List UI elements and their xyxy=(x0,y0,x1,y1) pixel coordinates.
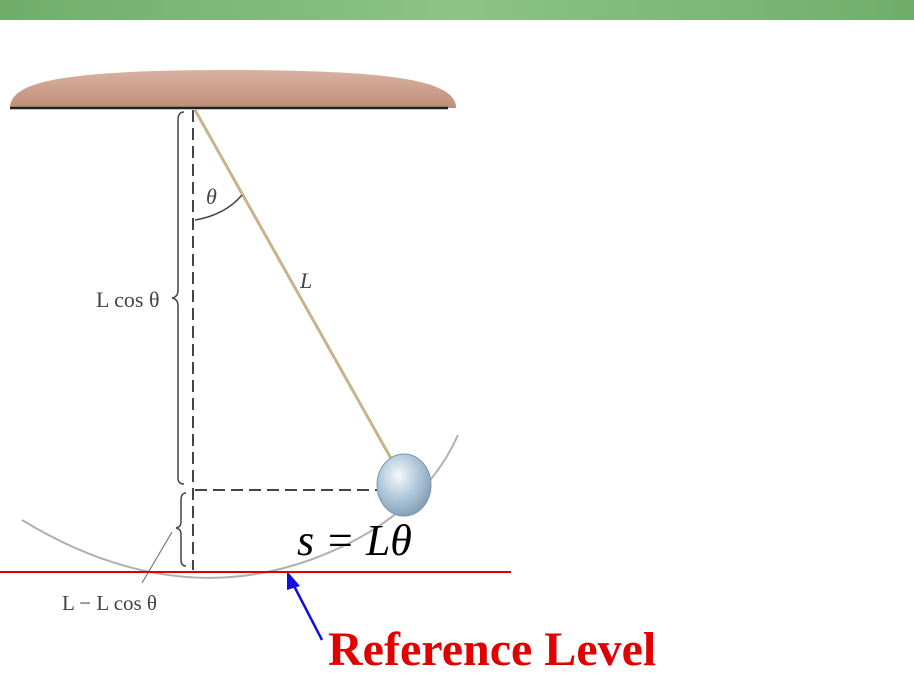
height-brace xyxy=(171,111,185,485)
arc-length-equation: s = Lθ xyxy=(297,516,412,565)
drop-leader-line xyxy=(141,531,173,584)
theta-label: θ xyxy=(206,184,217,209)
height-label: L cos θ xyxy=(96,287,160,312)
angle-arc xyxy=(194,194,243,221)
reference-level-label: Reference Level xyxy=(328,623,656,676)
reference-arrow xyxy=(290,581,324,641)
drop-brace xyxy=(175,492,187,567)
pendulum-string xyxy=(193,109,395,463)
length-label: L xyxy=(299,268,312,293)
drop-label: L − L cos θ xyxy=(62,591,157,615)
pendulum-bob xyxy=(376,453,432,517)
ceiling xyxy=(10,70,456,108)
arrow-head-icon xyxy=(287,571,300,590)
top-banner xyxy=(0,0,914,20)
